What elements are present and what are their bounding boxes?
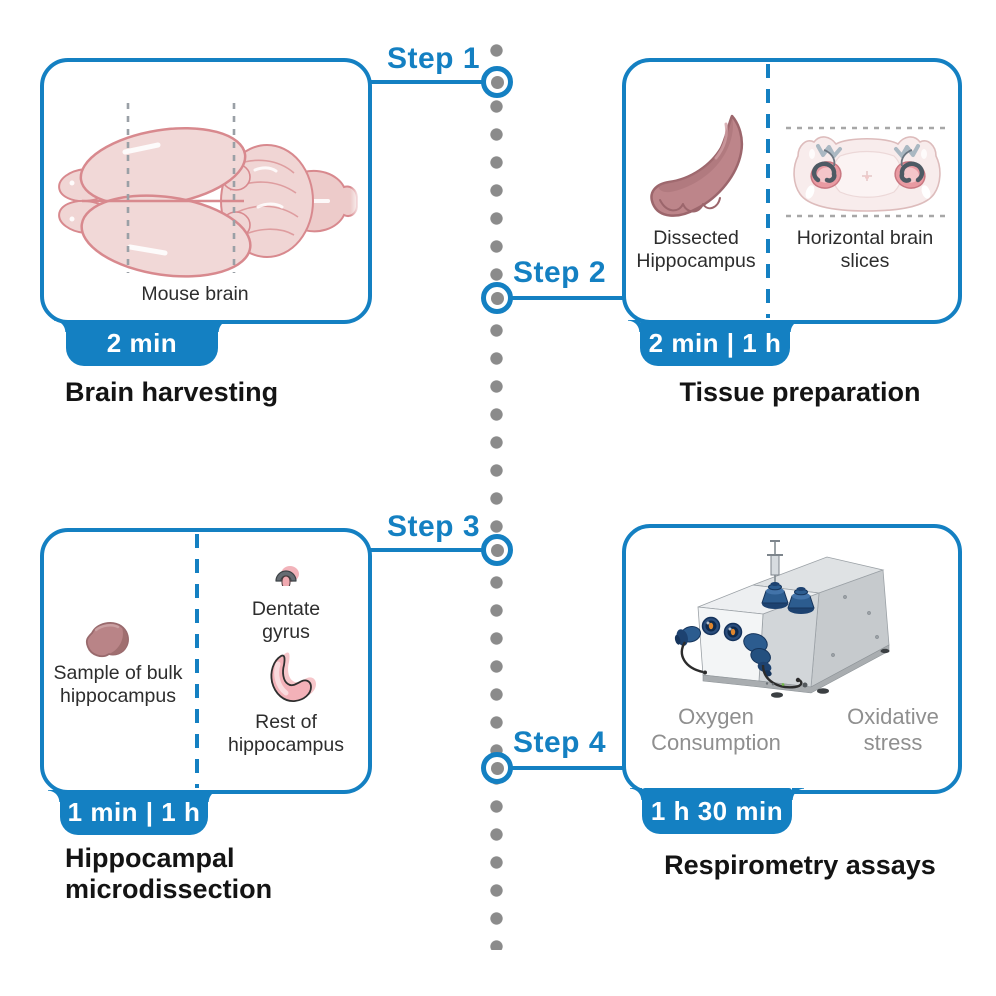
step3-label: Step 3 — [386, 510, 480, 543]
panel-title-tissue-preparation: Tissue preparation — [679, 377, 921, 407]
oxidative-stress-caption: Oxidative stress — [847, 704, 939, 755]
step3-node-circle — [481, 534, 513, 566]
duration-badge-tissue-preparation: 2 min | 1 h — [640, 320, 790, 366]
mouse-brain-illustration — [58, 103, 360, 278]
step1-label: Step 1 — [386, 42, 480, 75]
oxygen-consumption-caption: Oxygen Consumption — [651, 704, 781, 755]
badge-fillet — [218, 320, 230, 332]
badge-fillet — [630, 788, 642, 800]
badge-fillet — [792, 788, 804, 800]
bulk-hippocampus-sample-illustration — [85, 622, 129, 658]
step1-connector-line — [362, 80, 482, 84]
rest-of-hippocampus-illustration — [270, 652, 316, 702]
step4-label: Step 4 — [513, 726, 607, 759]
badge-fillet — [628, 320, 640, 332]
step4-connector-line — [512, 766, 626, 770]
badge-fillet — [208, 790, 220, 802]
badge-fillet — [48, 790, 60, 802]
panel2-dashed-divider — [766, 64, 770, 318]
dentate-gyrus-caption: Dentate gyrus — [251, 598, 321, 643]
panel-title-brain-harvesting: Brain harvesting — [65, 377, 279, 407]
bulk-hippocampus-caption: Sample of bulk hippocampus — [53, 662, 183, 707]
badge-fillet — [54, 320, 66, 332]
panel-title-hippocampal-microdissection: Hippocampal microdissection — [65, 843, 273, 904]
panel3-dashed-divider — [195, 534, 199, 788]
step2-node-circle — [481, 282, 513, 314]
dentate-gyrus-illustration — [275, 566, 299, 586]
horizontal-brain-slices-illustration — [786, 126, 950, 218]
timeline-dotted-line — [490, 44, 503, 950]
rest-of-hippocampus-caption: Rest of hippocampus — [228, 711, 344, 756]
step1-node-circle — [481, 66, 513, 98]
step2-label: Step 2 — [513, 256, 607, 289]
mouse-brain-caption: Mouse brain — [141, 283, 249, 305]
dissected-hippocampus-illustration — [650, 114, 744, 217]
dissected-hippocampus-caption: Dissected Hippocampus — [636, 227, 756, 272]
step3-connector-line — [362, 548, 482, 552]
panel-title-respirometry-assays: Respirometry assays — [664, 850, 936, 880]
step4-node-circle — [481, 752, 513, 784]
badge-fillet — [790, 320, 802, 332]
duration-badge-hippocampal-microdissection: 1 min | 1 h — [60, 790, 208, 835]
step2-connector-line — [512, 296, 626, 300]
respirometer-illustration — [674, 540, 890, 698]
duration-badge-brain-harvesting: 2 min — [66, 320, 218, 366]
horizontal-brain-slices-caption: Horizontal brain slices — [796, 227, 934, 272]
duration-badge-respirometry-assays: 1 h 30 min — [642, 788, 792, 834]
panel-hippocampal-microdissection — [40, 528, 372, 794]
